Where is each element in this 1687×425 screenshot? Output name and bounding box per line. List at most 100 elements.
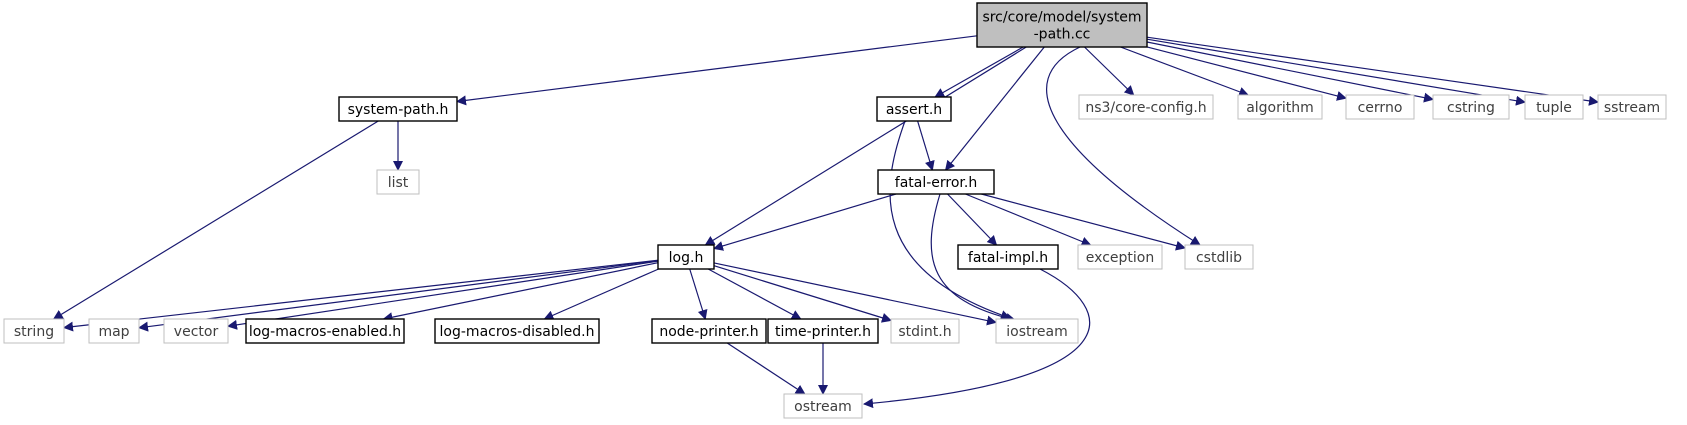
edge-root-to-sstream <box>1146 36 1599 106</box>
node-algorithm[interactable]: algorithm <box>1237 94 1323 120</box>
node-log-macros-enabled-h[interactable]: log-macros-enabled.h <box>245 318 405 344</box>
node-log-h[interactable]: log.h <box>657 244 715 270</box>
node-iostream[interactable]: iostream <box>995 318 1079 344</box>
edge-fatal-error-h-to-log-h <box>713 193 897 251</box>
node-box <box>163 318 229 344</box>
node-time-printer-h[interactable]: time-printer.h <box>767 318 879 344</box>
node-cstring[interactable]: cstring <box>1432 94 1510 120</box>
node-label: cstring <box>1447 100 1495 116</box>
node-box <box>245 318 405 344</box>
edge-assert-h-to-fatal-error-h <box>917 120 935 171</box>
node-root[interactable]: src/core/model/system-path.cc <box>976 2 1148 48</box>
edge-fatal-error-h-to-cstdlib <box>981 193 1186 251</box>
node-assert-h[interactable]: assert.h <box>876 96 952 122</box>
edge-node-printer-h-to-ostream <box>726 342 806 395</box>
node-label: map <box>98 324 129 340</box>
node-ostream[interactable]: ostream <box>783 393 863 419</box>
node-label: -path.cc <box>1034 27 1091 43</box>
edge-fatal-error-h-to-exception <box>965 193 1092 247</box>
node-label: log-macros-disabled.h <box>440 324 595 340</box>
edge-root-to-system-path-h <box>456 35 978 106</box>
node-list[interactable]: list <box>376 169 420 195</box>
node-fatal-impl-h[interactable]: fatal-impl.h <box>957 244 1059 270</box>
node-label: exception <box>1086 250 1154 266</box>
node-tuple[interactable]: tuple <box>1524 94 1584 120</box>
node-label: src/core/model/system <box>982 10 1141 26</box>
node-box <box>1345 94 1415 120</box>
node-box <box>1597 94 1667 120</box>
node-ns3-core-config-h[interactable]: ns3/core-config.h <box>1078 94 1214 120</box>
edge-fatal-error-h-to-iostream <box>930 193 1016 323</box>
edge-root-to-fatal-error-h <box>944 46 1045 171</box>
node-label: string <box>14 324 54 340</box>
edge-root-to-cerrno <box>1146 46 1347 101</box>
edge-log-h-to-log-macros-disabled-h <box>543 268 659 320</box>
node-label: time-printer.h <box>775 324 871 340</box>
node-box <box>1184 244 1254 270</box>
node-label: vector <box>174 324 219 340</box>
node-system-path-h[interactable]: system-path.h <box>338 96 458 122</box>
edge-root-to-log-h <box>704 46 1027 246</box>
edge-root-to-ns3-core-config-h <box>1084 46 1135 96</box>
edge-log-h-to-string <box>63 259 659 332</box>
edge-fatal-error-h-to-fatal-impl-h <box>947 193 998 246</box>
node-vector[interactable]: vector <box>163 318 229 344</box>
node-log-macros-disabled-h[interactable]: log-macros-disabled.h <box>434 318 600 344</box>
node-label: ns3/core-config.h <box>1085 100 1206 116</box>
node-box <box>338 96 458 122</box>
edge-fatal-impl-h-to-ostream <box>863 268 1091 409</box>
node-label: cerrno <box>1358 100 1403 116</box>
node-label: system-path.h <box>348 102 449 118</box>
node-node-printer-h[interactable]: node-printer.h <box>651 318 767 344</box>
node-label: list <box>388 175 409 191</box>
node-sstream[interactable]: sstream <box>1597 94 1667 120</box>
edge-assert-h-to-iostream <box>889 120 1011 320</box>
node-label: log-macros-enabled.h <box>249 324 401 340</box>
node-fatal-error-h[interactable]: fatal-error.h <box>877 169 995 195</box>
node-map[interactable]: map <box>88 318 140 344</box>
node-label: ostream <box>794 399 852 415</box>
edges <box>52 35 1599 409</box>
node-cstdlib[interactable]: cstdlib <box>1184 244 1254 270</box>
node-label: fatal-error.h <box>895 175 977 191</box>
node-box <box>767 318 879 344</box>
node-box <box>995 318 1079 344</box>
node-label: assert.h <box>886 102 942 118</box>
node-label: log.h <box>669 250 704 266</box>
node-box <box>957 244 1059 270</box>
edge-system-path-h-to-string <box>52 120 379 320</box>
node-box <box>651 318 767 344</box>
node-label: stdint.h <box>898 324 951 340</box>
node-box <box>376 169 420 195</box>
node-label: fatal-impl.h <box>968 250 1048 266</box>
node-box <box>1524 94 1584 120</box>
edge-root-to-algorithm <box>1120 46 1250 97</box>
node-label: cstdlib <box>1196 250 1242 266</box>
edge-log-h-to-stdint-h <box>713 265 892 323</box>
node-stdint-h[interactable]: stdint.h <box>890 318 960 344</box>
edge-log-h-to-vector <box>227 260 659 330</box>
node-box <box>976 2 1148 48</box>
node-box <box>1237 94 1323 120</box>
edge-root-to-tuple <box>1146 38 1526 106</box>
edge-root-to-assert-h <box>934 46 1024 98</box>
node-label: node-printer.h <box>659 324 758 340</box>
edge-log-h-to-log-macros-enabled-h <box>382 262 659 323</box>
node-exception[interactable]: exception <box>1077 244 1163 270</box>
edge-log-h-to-map <box>138 260 659 332</box>
node-cerrno[interactable]: cerrno <box>1345 94 1415 120</box>
node-label: sstream <box>1604 100 1660 116</box>
node-box <box>1077 244 1163 270</box>
edge-log-h-to-time-printer-h <box>707 268 802 320</box>
node-box <box>657 244 715 270</box>
edge-root-to-cstring <box>1146 41 1434 103</box>
node-label: tuple <box>1536 100 1572 116</box>
node-string[interactable]: string <box>3 318 65 344</box>
node-label: iostream <box>1006 324 1068 340</box>
nodes: src/core/model/system-path.cc system-path… <box>3 2 1667 419</box>
node-box <box>434 318 600 344</box>
edge-log-h-to-iostream <box>713 262 997 326</box>
node-box <box>783 393 863 419</box>
node-box <box>890 318 960 344</box>
